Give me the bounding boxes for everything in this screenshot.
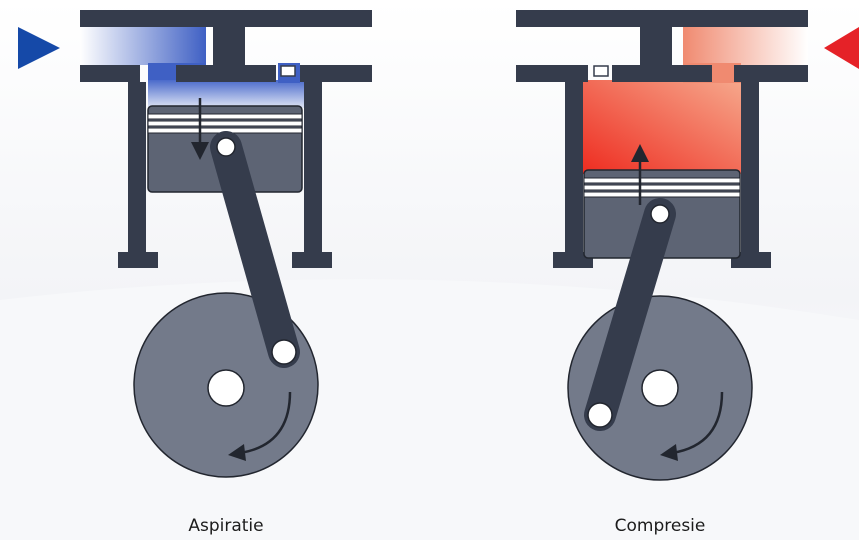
exhaust-port-small bbox=[280, 65, 296, 77]
compression-triangle-icon bbox=[824, 27, 859, 69]
intake-stroke-engine bbox=[80, 10, 372, 478]
rotation-arrow-icon bbox=[660, 391, 724, 461]
intake-chamber-gas bbox=[148, 80, 304, 108]
head-lower-left bbox=[516, 65, 588, 82]
cylinder-wall-right bbox=[292, 82, 332, 268]
intake-port-gas bbox=[80, 27, 206, 65]
cylinder-wall-left bbox=[553, 82, 593, 268]
head-lower-left bbox=[80, 65, 140, 82]
rotation-arrow-icon bbox=[228, 391, 292, 461]
cylinder-wall-right bbox=[731, 82, 771, 268]
wrist-pin bbox=[216, 137, 236, 157]
crankshaft-hole bbox=[207, 369, 245, 407]
compression-stroke-label: Compresie bbox=[614, 516, 706, 536]
piston-ring bbox=[583, 184, 741, 191]
piston-ring bbox=[583, 177, 741, 184]
piston-ring bbox=[147, 120, 303, 127]
exhaust-port-small bbox=[593, 65, 609, 77]
crank-pin bbox=[587, 402, 613, 428]
arrow-up-icon bbox=[631, 144, 649, 205]
piston-ring bbox=[583, 191, 741, 198]
head-lower-mid bbox=[176, 65, 276, 82]
arrow-down-icon bbox=[191, 98, 209, 160]
head-lower-right bbox=[300, 65, 372, 82]
crankshaft-hole bbox=[641, 369, 679, 407]
crank-pin bbox=[271, 339, 297, 365]
head-lower-right bbox=[734, 65, 808, 82]
valve-stem bbox=[213, 10, 245, 65]
intake-triangle-icon bbox=[18, 27, 60, 69]
intake-stroke-label: Aspiratie bbox=[188, 516, 264, 536]
valve-stem bbox=[640, 10, 672, 65]
connecting-rod bbox=[584, 198, 676, 431]
piston-ring bbox=[147, 113, 303, 120]
compression-port-gas bbox=[683, 27, 808, 65]
head-lower-mid bbox=[612, 65, 712, 82]
connecting-rod bbox=[210, 131, 300, 368]
compression-stroke-engine bbox=[516, 10, 808, 481]
compression-chamber-gas bbox=[583, 80, 741, 174]
cylinder-wall-left bbox=[118, 82, 158, 268]
wrist-pin bbox=[650, 204, 670, 224]
